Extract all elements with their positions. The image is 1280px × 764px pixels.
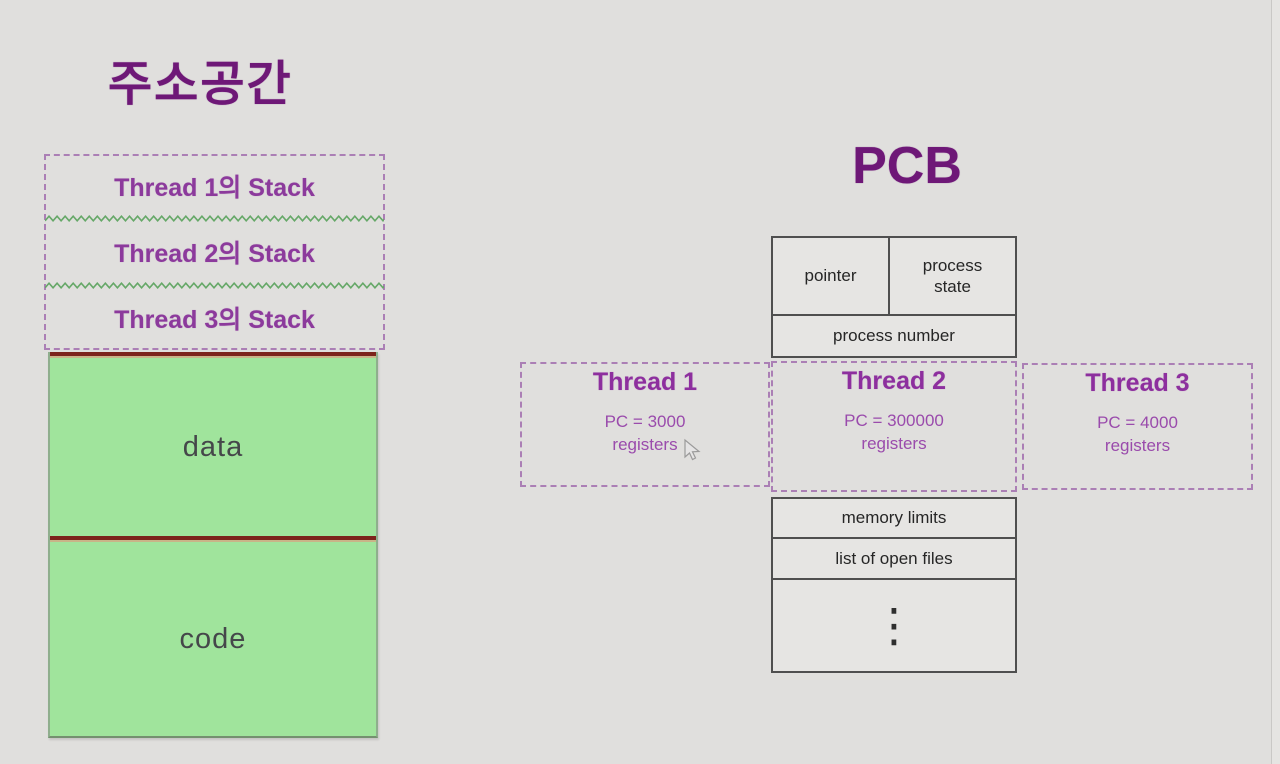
data-label: data (182, 430, 244, 463)
thread3-stack-row: Thread 3의 Stack (46, 289, 383, 348)
open-files-label: list of open files (835, 548, 953, 568)
thread3-stack-label: Thread 3의 Stack (114, 306, 315, 335)
pcb-row-pointer-state: pointer process state (773, 238, 1015, 316)
thread2-stack-row: Thread 2의 Stack (46, 222, 383, 281)
zigzag-divider (45, 281, 384, 289)
thread3-pcb-box: Thread 3 PC = 4000 registers (1022, 363, 1253, 490)
process-number-label: process number (833, 326, 955, 345)
address-space-title: 주소공간 (108, 58, 293, 111)
thread3-pc: PC = 4000 (1097, 413, 1178, 432)
thread3-name: Thread 3 (1085, 369, 1190, 397)
thread2-pcb-box: Thread 2 PC = 300000 registers (771, 361, 1017, 492)
vertical-ellipsis: ⋮ (871, 597, 917, 652)
segment-divider-bar (50, 352, 376, 358)
pcb-row-ellipsis: ⋮ (773, 580, 1015, 671)
pointer-label: pointer (804, 266, 857, 285)
thread1-registers: registers (612, 435, 678, 454)
pcb-row-process-number: process number (773, 316, 1015, 356)
pcb-row-open-files: list of open files (773, 539, 1015, 580)
frame-edge-seam (1271, 0, 1280, 764)
process-state-label: process state (922, 255, 983, 296)
thread2-pc: PC = 300000 (844, 411, 944, 430)
pcb-cell-pointer: pointer (773, 238, 890, 314)
data-section: data (50, 358, 376, 536)
pcb-row-memory-limits: memory limits (773, 499, 1015, 539)
thread1-pc: PC = 3000 (604, 412, 686, 431)
thread1-pcb-box: Thread 1 PC = 3000 registers (520, 362, 770, 487)
thread1-stack-row: Thread 1의 Stack (46, 156, 383, 215)
thread1-name: Thread 1 (592, 368, 698, 396)
thread-stacks-container: Thread 1의 Stack Thread 2의 Stack Thread 3… (44, 154, 385, 350)
thread3-registers: registers (1104, 436, 1171, 455)
thread1-stack-label: Thread 1의 Stack (114, 173, 315, 202)
segment-divider-bar (50, 536, 376, 542)
thread2-name: Thread 2 (841, 367, 947, 395)
code-section: code (50, 542, 376, 736)
pcb-table-top: pointer process state process number (771, 236, 1017, 358)
zigzag-divider (45, 215, 384, 223)
mouse-cursor-icon (684, 438, 701, 461)
memory-limits-label: memory limits (841, 508, 947, 527)
pcb-table-bottom: memory limits list of open files ⋮ (771, 497, 1017, 673)
thread2-stack-label: Thread 2의 Stack (114, 239, 315, 268)
code-label: code (179, 622, 247, 655)
pcb-title: PCB (852, 137, 962, 195)
thread2-registers: registers (861, 434, 927, 453)
memory-box: data code (48, 352, 378, 738)
pcb-cell-process-state: process state (890, 238, 1015, 314)
